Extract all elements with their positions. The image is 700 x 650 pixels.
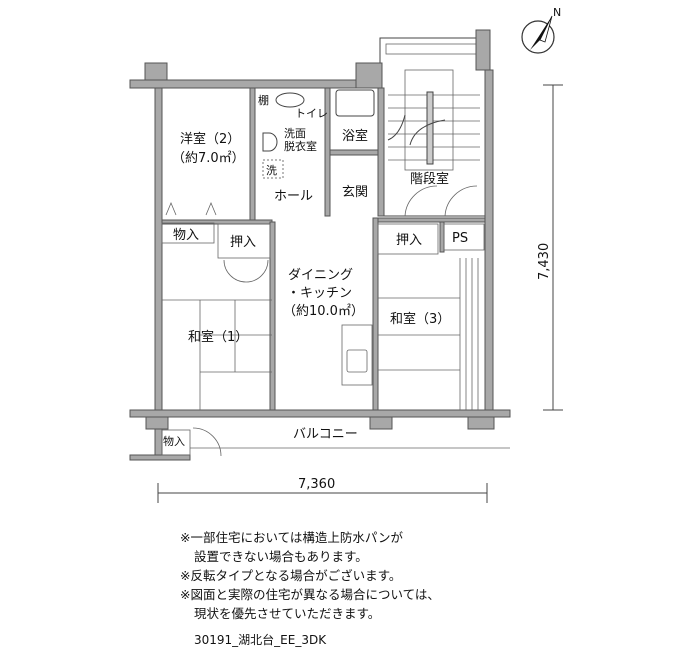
room-stairs: 階段室 [410, 171, 449, 187]
svg-text:物入: 物入 [173, 228, 199, 243]
svg-text:7,360: 7,360 [298, 477, 335, 492]
room-labels: 洋室（2） （約7.0㎡） 棚 トイレ 洗面 脱衣室 洗 浴室 玄関 ホール 階… [163, 93, 468, 448]
svg-text:脱衣室: 脱衣室 [284, 139, 317, 153]
room-toilet: トイレ [295, 107, 328, 120]
note-line: ※反転タイプとなる場合がございます。 [180, 568, 402, 583]
svg-text:棚: 棚 [258, 93, 269, 107]
fixtures [161, 89, 510, 457]
svg-text:物入: 物入 [163, 434, 185, 448]
svg-text:（約10.0㎡）: （約10.0㎡） [283, 304, 364, 319]
room-western-2: 洋室（2） [180, 131, 240, 147]
note-line: ※図面と実際の住宅が異なる場合については、 [180, 587, 440, 602]
room-hall: ホール [274, 189, 313, 204]
note-line: 設置できない場合もあります。 [194, 549, 368, 564]
svg-text:・キッチン: ・キッチン [287, 286, 352, 301]
plan-code: 30191_湖北台_EE_3DK [194, 633, 327, 647]
stair-hall-structure [379, 29, 494, 411]
svg-text:押入: 押入 [396, 233, 422, 248]
dimension-depth: 7,430 [537, 84, 563, 411]
svg-text:洗: 洗 [266, 164, 277, 177]
room-japanese-3: 和室（3） [390, 311, 450, 327]
note-line: 現状を優先させていただきます。 [194, 606, 381, 621]
svg-text:7,430: 7,430 [537, 243, 552, 280]
note-line: ※一部住宅においては構造上防水パンが [180, 530, 403, 545]
room-dk: ダイニング [288, 268, 353, 283]
room-japanese-1: 和室（1） [188, 329, 248, 345]
dimension-width: 7,360 [157, 477, 488, 503]
room-entrance: 玄関 [342, 185, 368, 200]
room-balcony: バルコニー [293, 427, 358, 442]
svg-text:押入: 押入 [230, 235, 256, 250]
svg-text:PS: PS [452, 231, 468, 246]
room-bath: 浴室 [342, 128, 368, 144]
notes: ※一部住宅においては構造上防水パンが 設置できない場合もあります。 ※反転タイプ… [180, 528, 440, 623]
svg-text:N: N [553, 6, 561, 19]
walls [129, 62, 511, 461]
north-compass-icon: N [521, 6, 561, 54]
room-western-2-area: （約7.0㎡） [172, 151, 245, 166]
svg-text:洗面: 洗面 [284, 127, 306, 140]
